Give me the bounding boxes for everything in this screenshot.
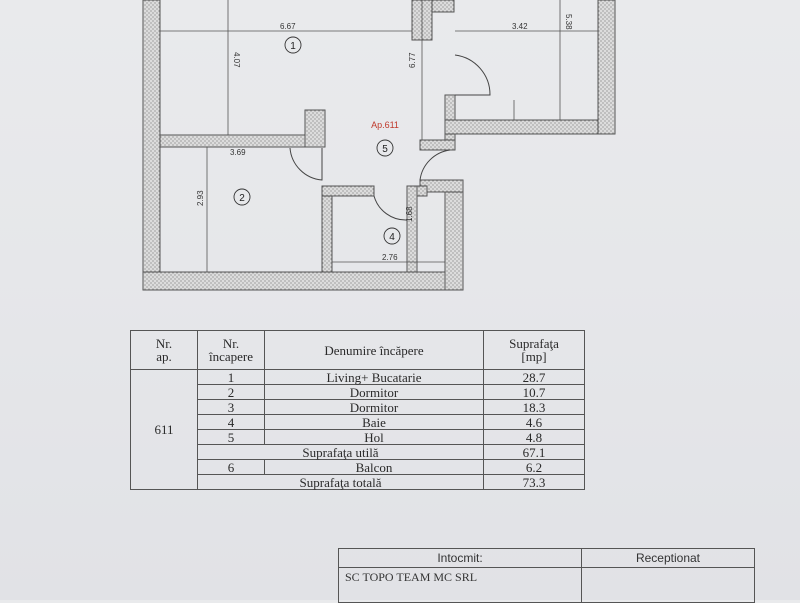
- dim-2-76: 2.76: [382, 253, 398, 262]
- row-area: 4.8: [483, 429, 585, 445]
- walls: [142, 0, 616, 291]
- row-name: Dormitor: [264, 384, 484, 400]
- room-2-number: 2: [239, 193, 245, 204]
- header-nr-ap: Nr. ap.: [130, 330, 198, 370]
- room-5-marker: [376, 139, 394, 157]
- room-table-container: Nr. ap. Nr. încapere Denumire încăpere S…: [130, 330, 585, 490]
- floor-plan: 6.67 3.42 5.38 4.07 6.77 3.69 2.93 1.68 …: [142, 0, 616, 291]
- useful-area-row: Suprafaţa utilă 67.1: [131, 444, 585, 460]
- row-nr: 5: [197, 429, 265, 445]
- dim-2-93: 2.93: [196, 190, 205, 206]
- apartment-label: Ap.611: [371, 120, 399, 130]
- row-area: 18.3: [483, 399, 585, 415]
- header-area: Suprafaţa [mp]: [483, 330, 585, 370]
- signature-table: Intocmit: Receptionat SC TOPO TEAM MC SR…: [338, 548, 755, 603]
- dimension-lines: [160, 0, 598, 272]
- room-5-number: 5: [382, 144, 388, 155]
- row-name: Living+ Bucatarie: [264, 369, 484, 385]
- header-nr-room: Nr. încapere: [197, 330, 265, 370]
- row-area: 28.7: [483, 369, 585, 385]
- row-name: Dormitor: [264, 399, 484, 415]
- company-name: SC TOPO TEAM MC SRL: [338, 567, 582, 603]
- row-area: 4.6: [483, 414, 585, 430]
- dim-5-38: 5.38: [564, 14, 573, 30]
- row-name: Hol: [264, 429, 484, 445]
- dim-6-67: 6.67: [280, 22, 296, 31]
- table-row: 611 1 Living+ Bucatarie 28.7: [130, 369, 585, 490]
- room-4-number: 4: [389, 232, 395, 243]
- room-table: Nr. ap. Nr. încapere Denumire încăpere S…: [130, 330, 585, 490]
- room-4-marker: [383, 227, 401, 245]
- received-by-label: Receptionat: [581, 548, 755, 568]
- dim-6-77: 6.77: [408, 52, 417, 68]
- table-header-row: Nr. ap. Nr. încapere Denumire încăpere S…: [130, 330, 585, 370]
- row-name: Baie: [264, 414, 484, 430]
- dim-3-69: 3.69: [230, 148, 246, 157]
- total-area-label: Suprafaţa totală: [197, 474, 484, 490]
- balcony-row: 6 Balcon 6.2: [131, 459, 585, 475]
- row-nr: 3: [197, 399, 265, 415]
- balcony-name: Balcon: [264, 459, 484, 475]
- row-nr: 1: [197, 369, 265, 385]
- doors: [289, 54, 491, 221]
- received-signature-area: [581, 567, 755, 603]
- dim-3-42: 3.42: [512, 22, 528, 31]
- table-row: 5 Hol 4.8: [131, 429, 585, 445]
- table-row: 2 Dormitor 10.7: [131, 384, 585, 400]
- room-1-number: 1: [290, 41, 296, 52]
- total-area-row: Suprafaţa totală 73.3: [131, 474, 585, 490]
- room-2-marker: [233, 188, 251, 206]
- table-row: 4 Baie 4.6: [131, 414, 585, 430]
- dim-4-07: 4.07: [232, 52, 241, 68]
- total-area-value: 73.3: [483, 474, 585, 490]
- row-nr: 2: [197, 384, 265, 400]
- apartment-number-cell: 611: [130, 369, 198, 490]
- prepared-by-label: Intocmit:: [338, 548, 582, 568]
- signature-block: Intocmit: Receptionat SC TOPO TEAM MC SR…: [338, 548, 755, 603]
- balcony-area: 6.2: [483, 459, 585, 475]
- room-1-marker: [284, 36, 302, 54]
- dim-1-68: 1.68: [405, 206, 414, 222]
- row-area: 10.7: [483, 384, 585, 400]
- useful-area-value: 67.1: [483, 444, 585, 460]
- header-room-name: Denumire încăpere: [264, 330, 484, 370]
- row-nr: 4: [197, 414, 265, 430]
- useful-area-label: Suprafaţa utilă: [197, 444, 484, 460]
- table-row: 3 Dormitor 18.3: [131, 399, 585, 415]
- balcony-nr: 6: [197, 459, 265, 475]
